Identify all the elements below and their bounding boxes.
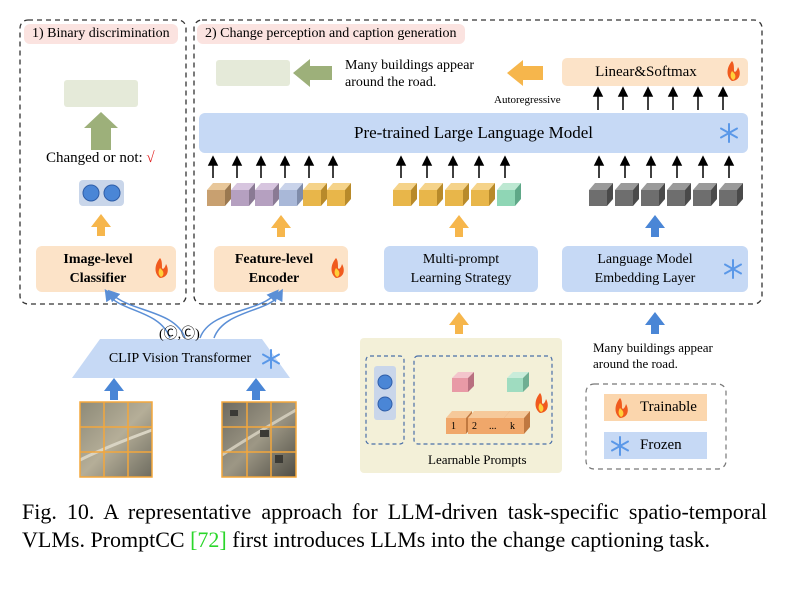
cube-token	[207, 183, 231, 206]
learnable-prompts-label: Learnable Prompts	[428, 452, 527, 467]
output-token-box	[216, 60, 290, 86]
clip-block: CLIP Vision Transformer	[108, 351, 252, 366]
feature-tokens-row	[207, 183, 351, 206]
multi-prompt-block: Multi-prompt Learning Strategy	[410, 252, 512, 286]
legend-frozen-label: Frozen	[640, 437, 682, 453]
cube-token	[327, 183, 351, 206]
orange-up-arrow	[271, 215, 291, 237]
flame-icon	[535, 393, 548, 413]
section-label-change: 2) Change perception and caption generat…	[197, 24, 465, 44]
prompt-token-k: k	[510, 421, 515, 432]
orange-up-arrow	[449, 215, 469, 237]
image-t1	[79, 401, 153, 478]
mint-cube	[507, 372, 529, 392]
snowflake-icon	[724, 259, 742, 279]
flame-icon	[331, 258, 344, 278]
cube-token	[667, 183, 691, 206]
clip-to-encoder-arrow	[213, 288, 283, 339]
clip-to-encoder-arrow	[199, 289, 279, 339]
clip-trapezoid	[72, 339, 290, 378]
cube-token	[589, 183, 613, 206]
cube-token	[231, 183, 255, 206]
section-change-frame	[193, 19, 763, 305]
prompt-tokens-row	[393, 183, 521, 206]
linear-softmax-block: Linear&Softmax	[595, 63, 697, 80]
cube-token	[693, 183, 717, 206]
cube-token	[279, 183, 303, 206]
cube-token	[419, 183, 443, 206]
cube-token	[719, 183, 743, 206]
legend-trainable-label: Trainable	[640, 399, 697, 415]
cube-token	[615, 183, 639, 206]
clip-to-classifier-arrow	[107, 289, 186, 339]
autoregressive-label: Autoregressive	[494, 94, 561, 106]
orange-up-arrow	[91, 214, 111, 236]
changed-or-not-label: Changed or not: √	[46, 150, 155, 166]
llm-input-arrows	[207, 155, 735, 178]
cube-token	[471, 183, 495, 206]
orange-left-arrow	[507, 60, 543, 86]
prompt-circle	[377, 374, 393, 390]
llm-block: Pre-trained Large Language Model	[353, 123, 593, 142]
cube-token	[641, 183, 665, 206]
blue-up-arrow	[246, 378, 266, 400]
learnable-prompts-panel	[360, 338, 562, 473]
prompt-circles-box	[374, 366, 396, 420]
flame-icon	[615, 398, 628, 418]
linear-softmax-bg	[562, 58, 748, 86]
cube-token	[303, 183, 327, 206]
clip-pair-label: (Ⓒ,Ⓒ)	[159, 327, 200, 342]
section-binary-frame	[19, 19, 187, 305]
figure-diagram	[19, 19, 763, 478]
text-tokens-row	[589, 183, 743, 206]
check-mark: √	[146, 150, 155, 166]
green-up-arrow	[84, 112, 118, 150]
legend-frame	[585, 383, 727, 470]
citation-link[interactable]: [72]	[190, 527, 227, 552]
output-caption: Many buildings appear around the road.	[345, 58, 475, 90]
cube-token	[445, 183, 469, 206]
feature-circle	[103, 184, 121, 202]
prompt-tokens-frame	[413, 355, 553, 445]
prompt-circles-frame	[365, 355, 405, 445]
input-caption: Many buildings appear around the road.	[593, 340, 713, 371]
image-classifier-block: Image-level Classifier	[63, 252, 133, 286]
orange-up-arrow	[449, 312, 469, 334]
snowflake-icon	[720, 123, 738, 143]
section-label-binary: 1) Binary discrimination	[24, 24, 178, 44]
cube-token	[255, 183, 279, 206]
green-left-arrow	[293, 59, 332, 87]
figure-caption: Fig. 10. A representative approach for L…	[22, 499, 767, 552]
blue-up-arrow	[645, 312, 665, 334]
lm-embedding-block: Language Model Embedding Layer	[594, 252, 696, 286]
multi-prompt-bg	[384, 246, 538, 292]
prompt-token-ellipsis: ...	[489, 421, 497, 432]
binary-output-box	[64, 80, 138, 107]
image-t2	[221, 401, 297, 478]
llm-bg	[199, 113, 748, 153]
feature-encoder-block: Feature-level Encoder	[234, 252, 314, 286]
cube-token	[393, 183, 417, 206]
blue-up-arrow	[104, 378, 124, 400]
prompt-token-2: 2	[472, 421, 477, 432]
cube-token	[497, 183, 521, 206]
lm-embedding-bg	[562, 246, 748, 292]
snowflake-icon	[262, 349, 280, 369]
prompt-circle	[377, 396, 393, 412]
autoregressive-arrows	[592, 86, 729, 110]
image-classifier-bg	[36, 246, 176, 292]
feature-circle	[82, 184, 100, 202]
prompt-token-1: 1	[451, 421, 456, 432]
flame-icon	[727, 61, 740, 81]
numbered-cube-k	[504, 411, 530, 434]
blue-up-arrow	[645, 215, 665, 237]
pink-cube	[452, 372, 474, 392]
feature-encoder-bg	[214, 246, 348, 292]
flame-icon	[155, 258, 168, 278]
snowflake-icon	[611, 436, 629, 456]
